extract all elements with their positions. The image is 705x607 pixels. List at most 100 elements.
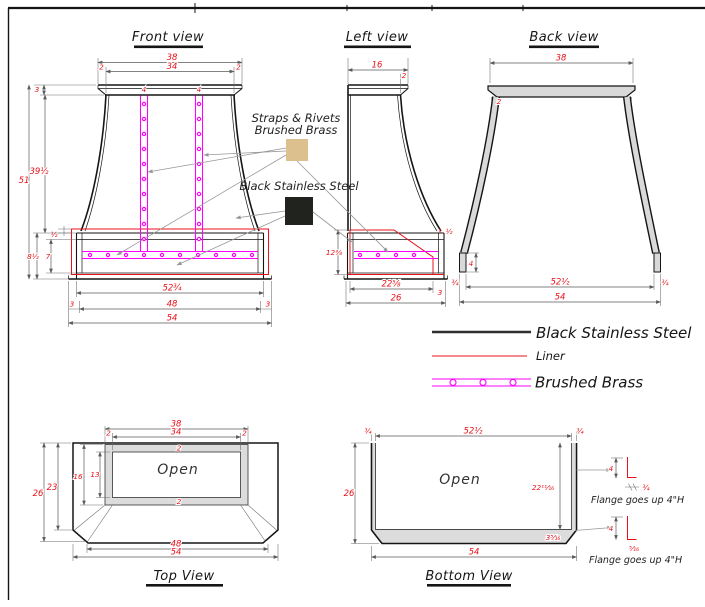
dim-top-base: 54 <box>171 548 182 558</box>
front-liner <box>71 228 269 275</box>
legend-brass-label: Brushed Brass <box>535 374 643 392</box>
dim-front-crown-height: 3 <box>35 85 40 94</box>
legend-steel-label: Black Stainless Steel <box>536 324 692 342</box>
dim-front-strap1-width: 4 <box>142 85 147 94</box>
flange-detail-bottom: 4 ⁵⁄₁₆ Flange goes up 4"H <box>574 516 682 566</box>
dim-front-band-inner: 7 <box>46 252 51 261</box>
dim-top-inner-width: 34 <box>171 428 182 438</box>
flange-top-note: Flange goes up 4"H <box>591 495 684 506</box>
dim-top-23: 23 <box>47 483 58 493</box>
dim-left-bottom-inner: 22⅝ <box>381 280 401 290</box>
dim-back-crown-edge: 2 <box>497 97 502 106</box>
dim-top-depth: 26 <box>33 489 44 499</box>
dim-top-overhang-left: 2 <box>106 429 111 438</box>
dim-front-overhang-left: 2 <box>99 63 104 72</box>
left-view: Left view <box>325 30 454 307</box>
legend-liner-label: Liner <box>536 349 566 363</box>
bottom-view-dimensions: ¾ 52½ ¾ 26 22¹¹⁄₁₆ 3⁵⁄₁₆ 54 <box>342 425 585 561</box>
dim-front-lip: ½ <box>50 230 57 239</box>
top-view-dimensions: 38 34 2 2 26 23 16 13 48 54 <box>31 418 279 561</box>
left-dimensions: 16 2 ½ 12⅜ 22⅝ 3 26 <box>325 58 454 307</box>
dim-front-base-inner: 48 <box>167 300 178 310</box>
dim-back-bottom-inner: 52½ <box>550 278 570 288</box>
left-liner <box>348 229 444 275</box>
top-title-underline <box>146 584 223 587</box>
dim-bottom-base: 54 <box>469 548 480 558</box>
dim-front-body-height: 39½ <box>29 167 49 177</box>
callout-straps-line2: Brushed Brass <box>255 123 338 137</box>
left-hood-outline <box>343 84 448 280</box>
legend: Black Stainless Steel Liner Brushed Bras… <box>432 324 692 392</box>
back-frame <box>459 85 661 273</box>
dim-back-flange-right: ¾ <box>661 278 668 287</box>
dim-left-overhang: 2 <box>402 71 407 80</box>
back-view-title: Back view <box>529 30 598 45</box>
dim-top-16: 16 <box>73 472 83 481</box>
bottom-title-underline <box>427 584 511 587</box>
dim-back-flange-left: ¾ <box>451 278 458 287</box>
dim-front-overhang-right: 2 <box>236 63 241 72</box>
steel-swatch <box>285 197 313 225</box>
dim-top-width: 38 <box>171 420 182 430</box>
back-title-underline <box>529 45 599 49</box>
legend-brass-line <box>432 378 531 387</box>
dim-top-13: 13 <box>90 470 100 479</box>
bottom-view-outline <box>370 443 578 545</box>
dim-top-back-thickness: 2 <box>177 444 182 453</box>
bottom-view-open-label: Open <box>439 472 480 488</box>
dim-flange-top-height: 4 <box>609 464 614 473</box>
dim-front-band-inner-width: 52¾ <box>162 284 182 294</box>
top-view-open-label: Open <box>157 462 198 478</box>
material-callouts: Straps & Rivets Brushed Brass Black Stai… <box>116 111 389 266</box>
front-view: Front view <box>17 30 272 327</box>
front-brass-straps <box>82 95 259 260</box>
dim-flange-top-width: ¾ <box>642 483 649 492</box>
dim-bottom-inner-width: 52½ <box>463 427 483 437</box>
left-view-title: Left view <box>346 30 409 45</box>
dim-front-total-height: 51 <box>19 176 30 186</box>
dim-back-foot-height: 4 <box>469 259 474 268</box>
dim-back-base: 54 <box>555 293 566 303</box>
dim-top-inner-base: 48 <box>171 540 182 550</box>
dim-left-top: 16 <box>372 61 383 71</box>
dim-front-band-height: 8½ <box>27 252 39 261</box>
top-view-title: Top View <box>153 569 214 584</box>
left-brass-strap <box>354 250 438 260</box>
back-dimensions: 38 2 4 ¾ 52½ ¾ 54 <box>450 52 670 306</box>
brass-swatch <box>286 139 308 161</box>
front-view-title: Front view <box>132 30 204 45</box>
dim-front-inner-top: 34 <box>167 62 178 72</box>
top-view: Open 2 2 38 34 2 2 26 23 16 13 48 54 T <box>31 418 279 587</box>
dim-front-top-width: 38 <box>167 53 178 63</box>
dim-bottom-inner-depth: 22¹¹⁄₁₆ <box>532 483 554 492</box>
back-view: Back view 38 2 4 ¾ 52½ ¾ 54 <box>450 30 670 306</box>
left-title-underline <box>344 45 411 49</box>
front-hood-outline <box>68 84 272 280</box>
dim-left-lip: ½ <box>445 227 452 236</box>
front-title-underline <box>134 45 203 49</box>
dim-top-front-thickness: 2 <box>177 497 182 506</box>
dim-flange-bottom-height: 4 <box>609 524 614 533</box>
dim-left-liner-height: 12⅜ <box>326 248 342 257</box>
flange-detail-top: 4 ¾ Flange goes up 4"H <box>576 457 684 506</box>
dim-front-strap2-width: 4 <box>197 85 202 94</box>
dim-bottom-depth: 26 <box>344 489 355 499</box>
callout-straps-line1: Straps & Rivets <box>252 111 341 125</box>
dim-flange-bottom-width: ⁵⁄₁₆ <box>629 544 639 553</box>
dim-left-depth: 26 <box>391 294 402 304</box>
dim-top-overhang-right: 2 <box>242 429 247 438</box>
sheet-border <box>7 3 705 600</box>
top-view-duct-frame <box>74 444 277 542</box>
dim-bottom-flange-right: ¾ <box>576 427 583 436</box>
flange-bottom-note: Flange goes up 4"H <box>589 555 682 566</box>
bottom-view-title: Bottom View <box>425 569 512 584</box>
front-dimensions: 38 34 2 2 3 51 39½ 4 4 ½ 8½ 7 52¾ <box>17 52 272 327</box>
bottom-view: Open ¾ 52½ ¾ 26 22¹¹⁄₁₆ 3⁵⁄₁₆ 54 4 ¾ <box>342 425 684 587</box>
dim-front-inset-right: 3 <box>266 300 271 309</box>
callout-steel-label: Black Stainless Steel <box>239 179 359 193</box>
dim-bottom-band: 3⁵⁄₁₆ <box>546 533 561 542</box>
dim-front-inset-left: 3 <box>70 300 75 309</box>
dim-left-inset: 3 <box>438 288 443 297</box>
